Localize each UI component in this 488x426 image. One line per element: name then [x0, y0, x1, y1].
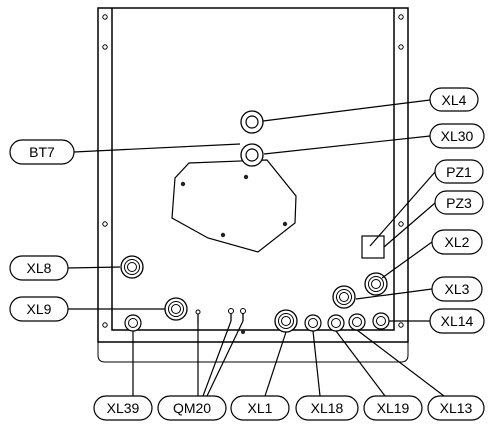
svg-text:XL14: XL14 — [441, 313, 474, 329]
svg-text:XL8: XL8 — [27, 260, 52, 276]
leader-lines — [67, 99, 445, 397]
label-xl1: XL1 — [230, 395, 290, 421]
label-qm20: QM20 — [157, 395, 227, 421]
svg-text:XL39: XL39 — [107, 400, 140, 416]
label-xl30: XL30 — [429, 123, 485, 149]
xl1-port — [274, 309, 298, 333]
svg-text:BT7: BT7 — [29, 144, 55, 160]
xl2-port — [364, 272, 388, 296]
xl9-port — [164, 297, 188, 321]
label-pz3: PZ3 — [434, 190, 484, 215]
cover-plate — [171, 159, 297, 253]
svg-text:XL1: XL1 — [248, 400, 273, 416]
svg-text:XL18: XL18 — [311, 400, 344, 416]
svg-text:PZ1: PZ1 — [446, 164, 472, 180]
xl18-port — [304, 314, 322, 332]
svg-text:XL30: XL30 — [441, 128, 474, 144]
label-xl4: XL4 — [429, 87, 479, 112]
svg-text:QM20: QM20 — [173, 400, 211, 416]
label-xl19: XL19 — [363, 395, 423, 421]
svg-text:XL3: XL3 — [445, 281, 470, 297]
pz3-bracket — [361, 235, 385, 259]
label-bt7: BT7 — [9, 139, 75, 165]
xl3-port — [332, 285, 356, 309]
label-xl39: XL39 — [93, 395, 153, 421]
svg-text:XL4: XL4 — [442, 92, 467, 108]
xl4-port — [240, 110, 264, 134]
svg-text:XL19: XL19 — [377, 400, 410, 416]
svg-text:XL13: XL13 — [440, 400, 473, 416]
label-xl14: XL14 — [429, 308, 485, 334]
unit-outline — [97, 7, 409, 363]
xl8-port — [120, 255, 144, 279]
svg-text:XL9: XL9 — [27, 301, 52, 317]
screws — [102, 14, 404, 328]
label-xl2: XL2 — [431, 229, 483, 255]
label-xl8: XL8 — [9, 255, 69, 281]
xl30-port — [240, 143, 264, 167]
qm20-valves — [195, 308, 246, 334]
label-xl13: XL13 — [427, 395, 485, 421]
xl39-port — [124, 314, 142, 332]
label-xl3: XL3 — [431, 276, 483, 302]
xl14-port — [372, 312, 390, 330]
label-xl9: XL9 — [9, 296, 69, 322]
label-pz1: PZ1 — [434, 159, 484, 184]
xl19-port — [327, 314, 345, 332]
svg-text:PZ3: PZ3 — [446, 195, 472, 211]
svg-text:XL2: XL2 — [445, 234, 470, 250]
label-xl18: XL18 — [295, 395, 359, 421]
xl13-port — [348, 313, 366, 331]
